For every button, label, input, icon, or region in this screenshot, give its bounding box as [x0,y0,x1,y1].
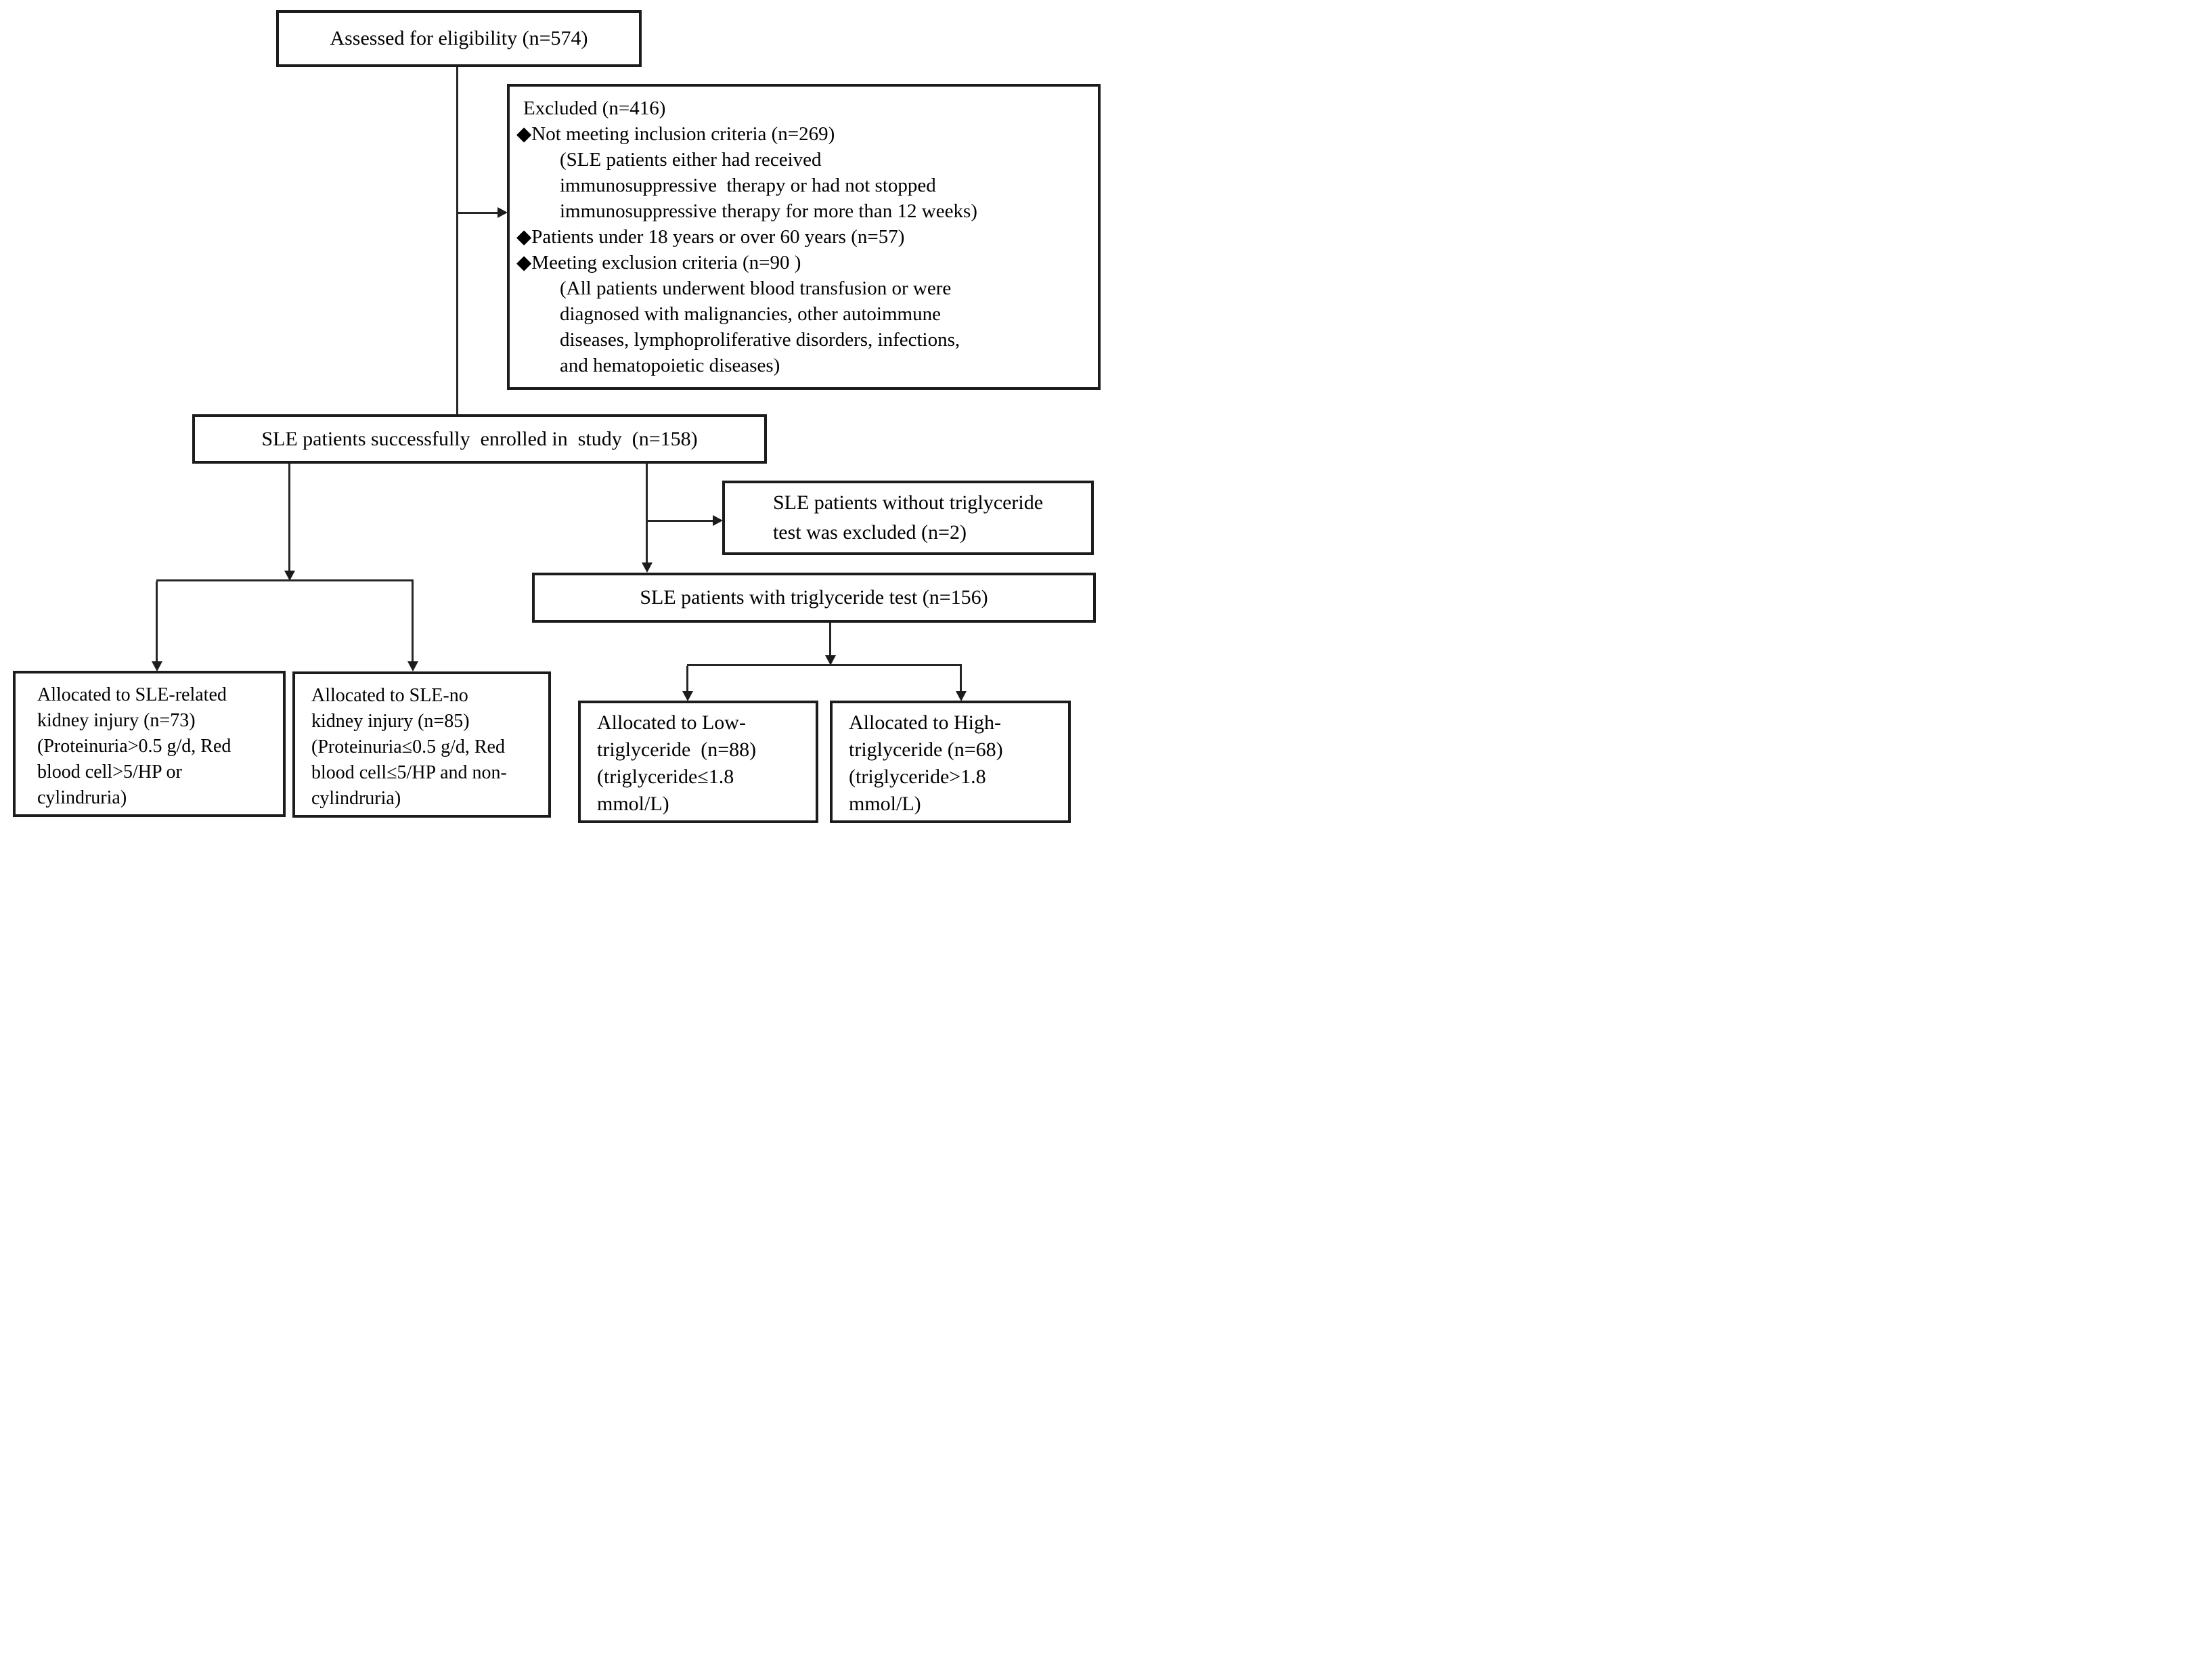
excluded-detail-line: and hematopoietic diseases) [560,355,780,376]
excluded-detail-line: diagnosed with malignancies, other autoi… [560,303,941,325]
connector-drop-to-sle-no-kidney [412,581,414,663]
connector-branch-to-excluded [458,212,499,214]
with-triglyceride-test-box: SLE patients with triglyceride test (n=1… [532,573,1096,623]
excluded-detail-line: immunosuppressive therapy for more than … [560,200,977,222]
excluded-bullet-item: ◆Meeting exclusion criteria (n=90 ) [516,252,801,273]
excluded-bullet-item: ◆Patients under 18 years or over 60 year… [516,226,905,248]
sle-no-kidney-injury-box: Allocated to SLE-no kidney injury (n=85)… [292,671,551,818]
low-triglyceride-box: Allocated to Low- triglyceride (n=88) (t… [578,701,818,823]
excluded-bullet-item: ◆Not meeting inclusion criteria (n=269) [516,123,835,145]
connector-left-splitter [156,579,414,581]
patient-flow-diagram: Assessed for eligibility (n=574) Exclude… [0,0,1106,828]
connector-drop-to-low-tg [686,666,688,692]
assessed-eligibility-box: Assessed for eligibility (n=574) [276,10,642,67]
connector-right-splitter [687,664,962,666]
connector-drop-to-sle-kidney [156,581,158,663]
high-triglyceride-box: Allocated to High- triglyceride (n=68) (… [830,701,1071,823]
enrolled-box: SLE patients successfully enrolled in st… [192,414,767,464]
connector-branch-to-no-tg [648,520,714,522]
connector-with-tg-drop [829,623,831,657]
connector-enrolled-left-drop [288,464,290,572]
excluded-box: Excluded (n=416) ◆Not meeting inclusion … [507,84,1101,390]
arrowhead-right-splitter-icon [825,655,836,665]
excluded-detail-line: immunosuppressive therapy or had not sto… [560,175,936,196]
excluded-detail-line: (SLE patients either had received [560,149,822,171]
arrowhead-into-low-tg-icon [682,691,693,701]
connector-assessed-to-enrolled [456,67,458,415]
no-triglyceride-test-box: SLE patients without triglyceride test w… [722,481,1094,555]
arrowhead-into-sle-no-kidney-icon [407,661,418,671]
excluded-detail-line: diseases, lymphoproliferative disorders,… [560,329,960,351]
excluded-detail-line: (All patients underwent blood transfusio… [560,278,952,299]
excluded-title: Excluded (n=416) [523,97,666,119]
arrowhead-into-excluded-icon [497,207,508,218]
arrowhead-left-splitter-icon [284,571,295,581]
sle-kidney-injury-box: Allocated to SLE-related kidney injury (… [13,671,286,817]
arrowhead-into-sle-kidney-icon [152,661,162,671]
connector-drop-to-high-tg [960,666,962,692]
arrowhead-into-high-tg-icon [956,691,967,701]
arrowhead-into-no-tg-icon [713,515,723,526]
connector-enrolled-right-drop [646,464,648,563]
arrowhead-into-with-tg-icon [642,562,652,573]
